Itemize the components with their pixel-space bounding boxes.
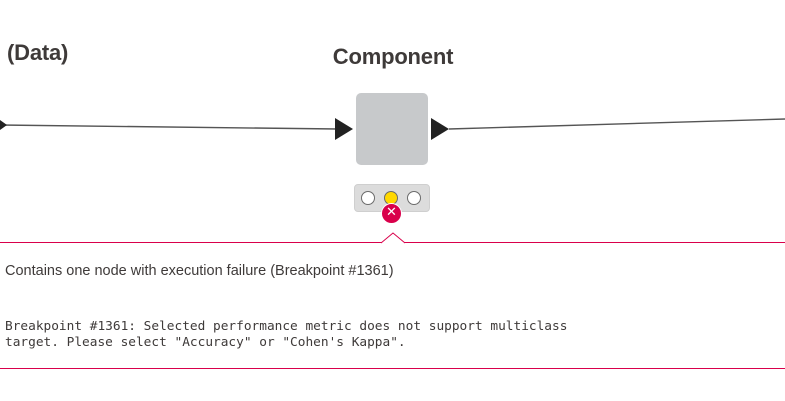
node-title-data: (Data): [7, 40, 69, 65]
tooltip-message-line-1: Breakpoint #1361: Selected performance m…: [5, 319, 568, 334]
tooltip-arrow: [381, 232, 405, 244]
connection-out[interactable]: [448, 118, 785, 130]
status-light-red: [361, 191, 375, 205]
status-light-green: [407, 191, 421, 205]
component-in-port[interactable]: [335, 118, 353, 140]
left-node-out-port[interactable]: [0, 120, 7, 130]
error-close-icon[interactable]: ✕: [381, 203, 402, 224]
error-tooltip: Contains one node with execution failure…: [0, 242, 785, 369]
tooltip-message-line-2: target. Please select "Accuracy" or "Coh…: [5, 335, 406, 350]
connection-in[interactable]: [0, 124, 339, 130]
tooltip-message: Breakpoint #1361: Selected performance m…: [5, 319, 765, 351]
component-title[interactable]: Component: [332, 44, 454, 69]
component-node[interactable]: [356, 93, 428, 165]
component-out-port[interactable]: [431, 118, 449, 140]
tooltip-title: Contains one node with execution failure…: [5, 263, 394, 279]
